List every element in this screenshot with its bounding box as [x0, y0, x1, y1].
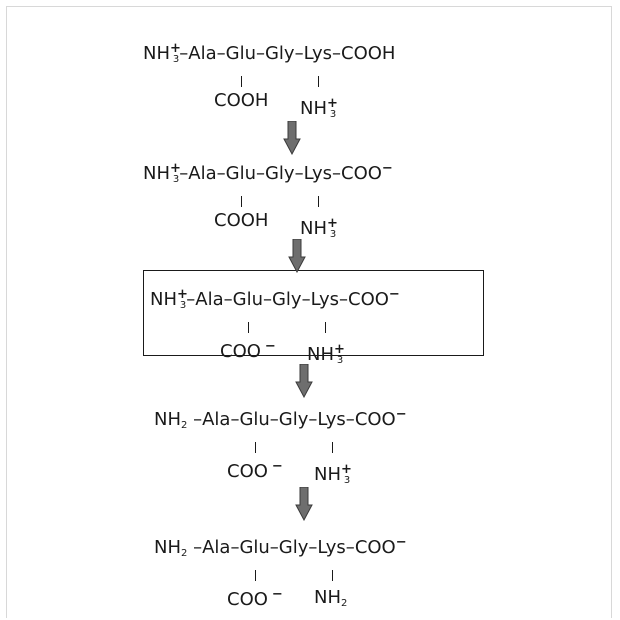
lys-side-chain: NH+3 — [314, 459, 352, 492]
glu-bond — [241, 76, 242, 87]
lys-side-subscript: 3 — [329, 229, 337, 240]
c-terminus-charge: − — [388, 287, 400, 302]
n-terminus-subscript: 3 — [172, 54, 180, 65]
lys-side-charge: + — [334, 342, 345, 357]
lys-side-charge: + — [341, 462, 352, 477]
peptide-backbone-4: NH2 –Ala–Glu–Gly–Lys–COO− — [154, 404, 407, 437]
lys-bond — [332, 570, 333, 581]
glu-side-text: COOH — [214, 210, 269, 231]
n-terminus: NH — [154, 537, 181, 558]
lys-side-chain: NH+3 — [300, 93, 338, 126]
down-arrow-icon — [295, 364, 313, 398]
figure-frame — [6, 6, 612, 618]
residue-chain: –Ala–Glu–Gly–Lys– — [187, 537, 355, 558]
glu-side-text: COO — [227, 461, 268, 482]
n-terminus-subscript: 2 — [181, 420, 188, 431]
glu-side-charge: − — [264, 339, 276, 354]
glu-side-text: COO — [227, 589, 268, 610]
c-terminus: COO — [341, 163, 382, 184]
glu-side-charge: − — [271, 459, 283, 474]
glu-side-chain: COO− — [227, 584, 283, 611]
glu-bond — [241, 196, 242, 207]
n-terminus-charge: + — [170, 161, 181, 176]
n-terminus-charge: + — [170, 41, 181, 56]
lys-side-text: NH — [307, 344, 334, 365]
glu-side-charge: − — [271, 587, 283, 602]
c-terminus: COOH — [341, 43, 396, 64]
n-terminus-charge: + — [177, 287, 188, 302]
down-arrow-icon — [295, 487, 313, 521]
c-terminus-charge: − — [381, 161, 393, 176]
lys-bond — [332, 442, 333, 453]
n-terminus: NH — [154, 409, 181, 430]
peptide-backbone-3: NH+3–Ala–Glu–Gly–Lys–COO− — [150, 284, 400, 317]
glu-side-chain: COOH — [214, 210, 268, 232]
c-terminus: COO — [348, 289, 389, 310]
lys-side-charge: + — [327, 96, 338, 111]
down-arrow-icon — [288, 239, 306, 273]
lys-side-subscript: 3 — [343, 475, 351, 486]
residue-chain: –Ala–Glu–Gly–Lys– — [179, 163, 341, 184]
lys-side-chain: NH2 — [314, 587, 347, 615]
n-terminus-subscript: 2 — [181, 548, 188, 559]
n-terminus: NH — [143, 163, 170, 184]
residue-chain: –Ala–Glu–Gly–Lys– — [186, 289, 348, 310]
lys-side-charge: + — [327, 216, 338, 231]
c-terminus: COO — [354, 409, 396, 430]
n-terminus-subscript: 3 — [179, 300, 187, 311]
lys-side-subscript: 3 — [336, 355, 344, 366]
n-terminus-subscript: 3 — [172, 174, 180, 185]
lys-bond — [325, 322, 326, 333]
peptide-backbone-2: NH+3–Ala–Glu–Gly–Lys–COO− — [143, 158, 393, 191]
glu-side-text: COO — [220, 341, 261, 362]
glu-side-chain: COOH — [214, 90, 268, 112]
lys-side-text: NH — [300, 98, 327, 119]
lys-side-chain: NH+3 — [307, 339, 345, 372]
c-terminus: COO — [354, 537, 396, 558]
peptide-backbone-1: NH+3–Ala–Glu–Gly–Lys–COOH — [143, 38, 395, 71]
glu-side-chain: COO− — [227, 456, 283, 483]
lys-side-subscript: 2 — [341, 598, 348, 609]
down-arrow-icon — [283, 121, 301, 155]
c-terminus-charge: − — [395, 535, 407, 550]
lys-side-text: NH — [314, 587, 341, 608]
highlight-box — [143, 270, 484, 356]
lys-side-text: NH — [314, 464, 341, 485]
glu-side-chain: COO− — [220, 336, 276, 363]
glu-side-text: COOH — [214, 90, 269, 111]
glu-bond — [255, 570, 256, 581]
lys-side-chain: NH+3 — [300, 213, 338, 246]
lys-side-text: NH — [300, 218, 327, 239]
residue-chain: –Ala–Glu–Gly–Lys– — [187, 409, 355, 430]
lys-bond — [318, 196, 319, 207]
lys-side-subscript: 3 — [329, 109, 337, 120]
glu-bond — [248, 322, 249, 333]
lys-bond — [318, 76, 319, 87]
c-terminus-charge: − — [395, 407, 407, 422]
glu-bond — [255, 442, 256, 453]
n-terminus: NH — [143, 43, 170, 64]
peptide-backbone-5: NH2 –Ala–Glu–Gly–Lys–COO− — [154, 532, 407, 565]
residue-chain: –Ala–Glu–Gly–Lys– — [179, 43, 341, 64]
n-terminus: NH — [150, 289, 177, 310]
